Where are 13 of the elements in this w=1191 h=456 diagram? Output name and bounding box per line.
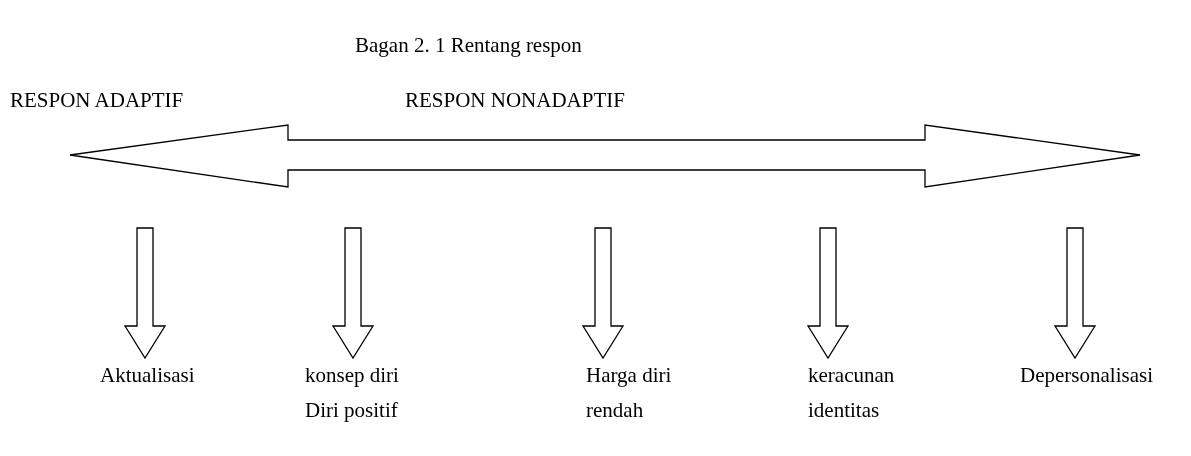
response-label: Depersonalisasi xyxy=(1020,358,1190,393)
response-label: Aktualisasi xyxy=(100,358,200,393)
section-heading: RESPON ADAPTIF xyxy=(10,87,184,114)
down-arrow xyxy=(123,227,167,360)
response-label: Harga diri rendah xyxy=(586,358,686,428)
down-arrow xyxy=(806,227,850,360)
response-label: konsep diri Diri positif xyxy=(305,358,425,428)
down-arrow xyxy=(331,227,375,360)
down-arrow xyxy=(1053,227,1097,360)
down-arrow xyxy=(581,227,625,360)
response-label: keracunan identitas xyxy=(808,358,913,428)
section-heading: RESPON NONADAPTIF xyxy=(405,87,625,114)
diagram-title: Bagan 2. 1 Rentang respon xyxy=(355,32,582,59)
